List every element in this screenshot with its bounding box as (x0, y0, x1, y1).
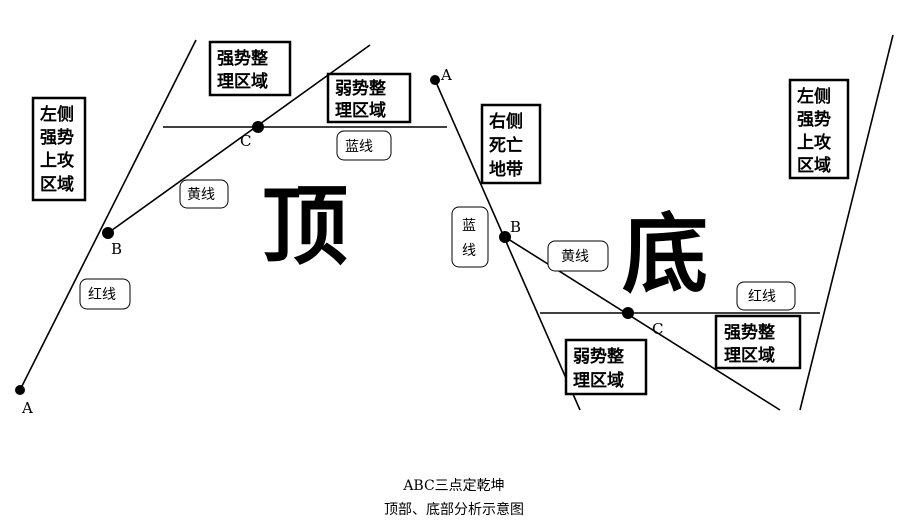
label-b-bottom: B (510, 218, 521, 236)
yellow-line-label-top: 黄线 (179, 179, 229, 209)
svg-text:上攻: 上攻 (40, 150, 75, 171)
caption-subtitle: 顶部、底部分析示意图 (384, 501, 524, 518)
svg-text:线: 线 (462, 243, 476, 259)
caption-title: ABC三点定乾坤 (402, 478, 504, 494)
svg-text:理区域: 理区域 (573, 370, 624, 391)
point-c-top (252, 121, 264, 133)
point-b-bottom (499, 231, 511, 243)
svg-text:蓝: 蓝 (462, 218, 476, 234)
svg-text:区域: 区域 (40, 174, 74, 195)
svg-text:黄线: 黄线 (187, 186, 215, 203)
svg-text:上攻: 上攻 (797, 132, 832, 153)
blue-line-label-top: 蓝线 (336, 130, 392, 161)
blue-line-label-bottom: 蓝 线 (451, 206, 489, 268)
svg-text:红线: 红线 (88, 287, 116, 303)
svg-text:区域: 区域 (797, 155, 831, 176)
point-a-top (15, 385, 25, 395)
blue-line-bottom (434, 79, 581, 411)
point-b-top (102, 227, 114, 239)
strong-zone-box-top: 强势整 理区域 (208, 40, 292, 97)
strong-zone-box-bottom: 强势整 理区域 (714, 314, 802, 370)
yellow-line-label-bottom: 黄线 (547, 240, 609, 272)
svg-text:强势: 强势 (797, 109, 831, 130)
point-c-bottom (622, 307, 634, 319)
label-b-top: B (111, 240, 122, 258)
label-a-top: A (21, 399, 33, 417)
red-line-bottom (799, 34, 894, 411)
point-a-bottom (430, 75, 440, 85)
label-a-bottom: A (440, 66, 452, 84)
svg-text:弱势整: 弱势整 (573, 346, 624, 367)
top-character: 顶 (262, 176, 348, 277)
label-c-top: C (240, 132, 251, 150)
label-c-bottom: C (652, 320, 663, 338)
svg-text:红线: 红线 (748, 289, 776, 305)
weak-zone-box-top: 弱势整 理区域 (326, 72, 412, 124)
svg-text:强势: 强势 (40, 127, 74, 148)
svg-text:弱势整: 弱势整 (335, 78, 386, 99)
svg-text:右侧: 右侧 (489, 111, 523, 132)
red-line-label-top: 红线 (79, 278, 131, 310)
red-line-top (19, 39, 197, 391)
yellow-line-top (107, 44, 371, 234)
svg-text:蓝线: 蓝线 (345, 139, 373, 155)
svg-text:理区域: 理区域 (335, 100, 386, 121)
left-attack-zone-box-bottom: 左侧 强势 上攻 区域 (788, 78, 850, 180)
svg-text:黄线: 黄线 (561, 248, 589, 265)
svg-text:左侧: 左侧 (797, 86, 831, 107)
svg-text:理区域: 理区域 (724, 345, 775, 366)
svg-text:死亡: 死亡 (489, 135, 523, 156)
left-attack-zone-box-top: 左侧 强势 上攻 区域 (31, 96, 87, 202)
svg-text:左侧: 左侧 (40, 104, 74, 125)
death-zone-box: 右侧 死亡 地带 (480, 103, 542, 185)
weak-zone-box-bottom: 弱势整 理区域 (564, 338, 648, 396)
svg-text:强势整: 强势整 (724, 322, 775, 343)
svg-text:强势整: 强势整 (217, 48, 268, 69)
svg-text:地带: 地带 (489, 159, 523, 180)
red-line-label-bottom: 红线 (736, 281, 796, 311)
bottom-character: 底 (622, 204, 708, 305)
svg-text:理区域: 理区域 (217, 71, 268, 92)
